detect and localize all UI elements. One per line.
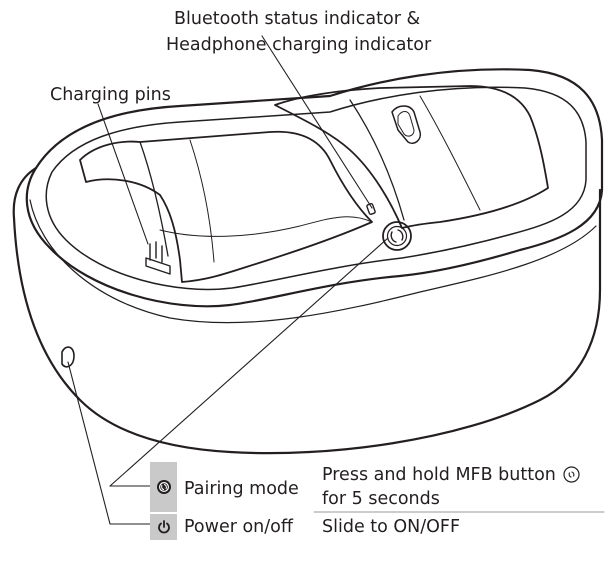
indicator-label-line2: Headphone charging indicator [166,35,432,55]
pairing-mode-label: Pairing mode [184,479,299,499]
status-indicator-slot [366,202,376,216]
dock-rim-outer [25,68,604,308]
pairing-icon-box [150,462,177,512]
mfb-inline-icon [563,466,581,483]
pairing-description-line2: for 5 seconds [322,489,440,509]
left-earcup-curve-2 [189,139,215,263]
dock-body-outline [12,166,602,455]
right-earcup-curve-2 [419,95,481,211]
mfb-button-symbol [390,229,404,243]
dock-rim-edge [29,199,597,324]
power-switch [61,346,75,368]
charging-pins-label: Charging pins [50,85,171,105]
right-latch [391,105,422,144]
right-earcup-cavity [274,85,549,229]
power-description: Slide to ON/OFF [322,517,461,537]
right-earcup-curve [349,99,405,221]
left-earcup-curve [139,141,169,257]
pairing-mfb-icon [156,480,171,494]
power-label: Power on/off [184,517,293,537]
right-latch-inner [397,111,415,137]
left-earcup-cavity [79,130,373,283]
indicator-label-line1: Bluetooth status indicator & [174,9,421,29]
pairing-description-line1: Press and hold MFB button [322,464,581,486]
pairing-description-text: Press and hold MFB button [322,465,556,485]
power-icon-box [150,514,177,540]
callout-leader-lines [67,35,389,525]
power-icon [157,519,170,533]
charging-pins-shape [145,241,171,275]
left-cavity-floor [159,216,373,237]
mfb-button-ring [382,221,412,251]
mfb-button-inner [386,225,408,247]
dock-rim-inner [45,86,587,291]
